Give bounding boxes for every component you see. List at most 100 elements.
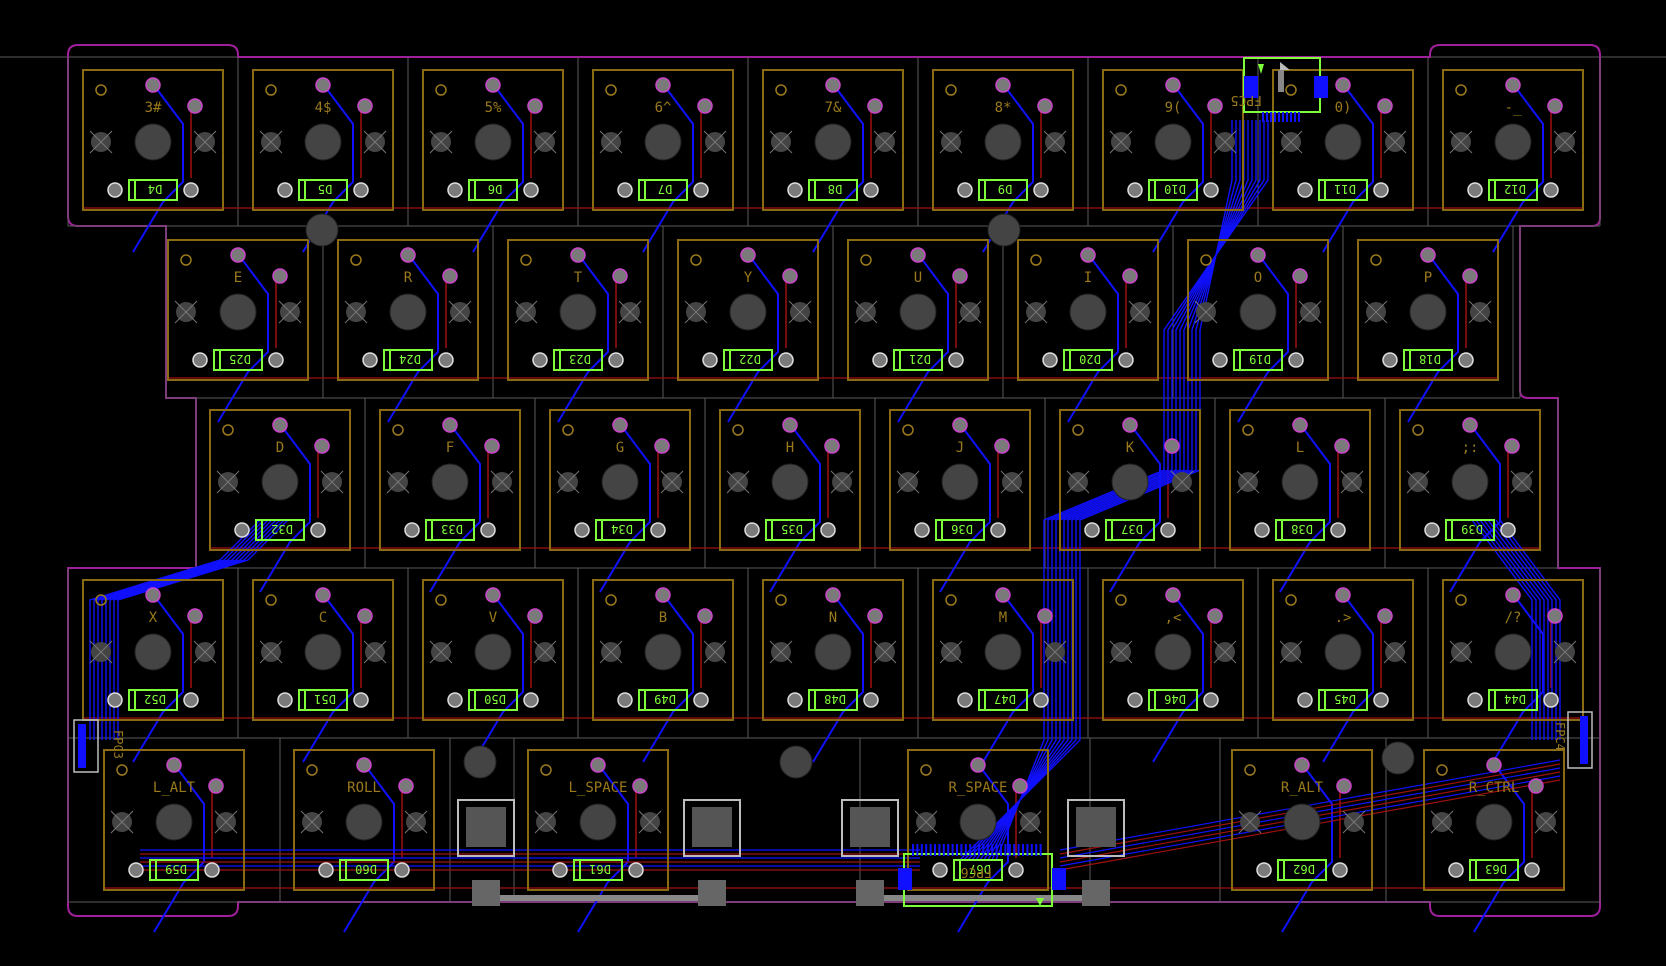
trace — [1479, 519, 1541, 740]
key-side-hole-mark — [703, 130, 727, 154]
trace — [599, 423, 651, 593]
key-pin — [1377, 98, 1393, 114]
key-switch[interactable]: 4$D5 — [252, 69, 394, 211]
diode-label: D35 — [781, 522, 803, 536]
trace — [769, 423, 821, 593]
key-pin — [1242, 424, 1254, 436]
key-switch[interactable]: /?D44 — [1442, 579, 1584, 721]
key-side-hole-mark — [769, 640, 793, 664]
key-switch[interactable]: 5%D6 — [422, 69, 564, 211]
key-label: E — [234, 270, 242, 286]
key-side-hole-mark — [1534, 810, 1558, 834]
diode-pad — [404, 522, 420, 538]
fpc5-label: FPC5 — [1231, 92, 1262, 107]
fpc5-connector[interactable]: FPC5 — [1231, 57, 1328, 122]
key-pin — [187, 98, 203, 114]
trace — [1210, 105, 1216, 178]
key-footprint — [527, 749, 669, 891]
diode-pad — [318, 862, 334, 878]
fpc3-connector[interactable]: FPC3 — [73, 719, 125, 773]
fpc-pin — [1039, 844, 1042, 856]
diode-label: D25 — [229, 352, 251, 366]
diode-label: D47 — [994, 692, 1016, 706]
key-label: N — [829, 610, 837, 626]
diode-outline — [468, 689, 518, 711]
key-center-hole — [219, 293, 257, 331]
diode-pad — [863, 692, 879, 708]
diode-outline — [638, 179, 688, 201]
diode-label: D49 — [654, 692, 676, 706]
key-center-hole — [1451, 463, 1489, 501]
key-footprint — [1442, 69, 1584, 211]
key-label: L_ALT — [153, 780, 196, 796]
key-pin — [1122, 268, 1138, 284]
key-center-hole — [579, 803, 617, 841]
key-side-hole-mark — [259, 130, 283, 154]
diode-pad — [608, 352, 624, 368]
fpc-pin — [925, 844, 928, 856]
fpc4-connector[interactable]: FPC4 — [1553, 711, 1593, 769]
key-switch[interactable]: 3#D4 — [82, 69, 224, 211]
diode-pad — [447, 692, 463, 708]
key-switch[interactable]: 8*D9 — [932, 69, 1074, 211]
diode-pad — [787, 692, 803, 708]
diode-pad — [1203, 692, 1219, 708]
key-switch[interactable]: -_D12 — [1442, 69, 1584, 211]
key-pin — [1294, 757, 1310, 773]
key-switch[interactable]: 6^D7 — [592, 69, 734, 211]
key-switch[interactable]: ,<D46 — [1102, 579, 1244, 721]
key-side-hole-mark — [684, 300, 708, 324]
key-grid-lines — [67, 57, 1601, 903]
key-footprint — [1017, 239, 1159, 381]
key-side-hole-mark — [703, 640, 727, 664]
key-pin — [400, 247, 416, 263]
key-pin — [1436, 764, 1448, 776]
diode-label: D5 — [318, 182, 332, 196]
diode-pad — [628, 862, 644, 878]
fpc6-connector[interactable]: FPC6 — [898, 844, 1066, 907]
key-switch[interactable]: ;:D39 — [1399, 409, 1541, 551]
key-label: /? — [1505, 610, 1522, 626]
key-switch[interactable]: 0)D11 — [1272, 69, 1414, 211]
key-pin — [1165, 77, 1181, 93]
key-switch[interactable]: E D25 — [167, 239, 309, 381]
diode-outline — [298, 179, 348, 201]
key-layer: 3#D44$D55%D66^D77&D88*D99(D100)D11-_D12E… — [82, 69, 1584, 891]
diode-pad — [693, 182, 709, 198]
key-switch[interactable]: 7&D8 — [762, 69, 904, 211]
key-switch[interactable]: 9(D10 — [1102, 69, 1244, 211]
diode-outline — [573, 859, 623, 881]
diode-pad — [1500, 522, 1516, 538]
key-switch[interactable]: .>D45 — [1272, 579, 1414, 721]
fpc-pin — [986, 844, 989, 856]
key-pin — [740, 247, 756, 263]
diode-pad — [204, 862, 220, 878]
